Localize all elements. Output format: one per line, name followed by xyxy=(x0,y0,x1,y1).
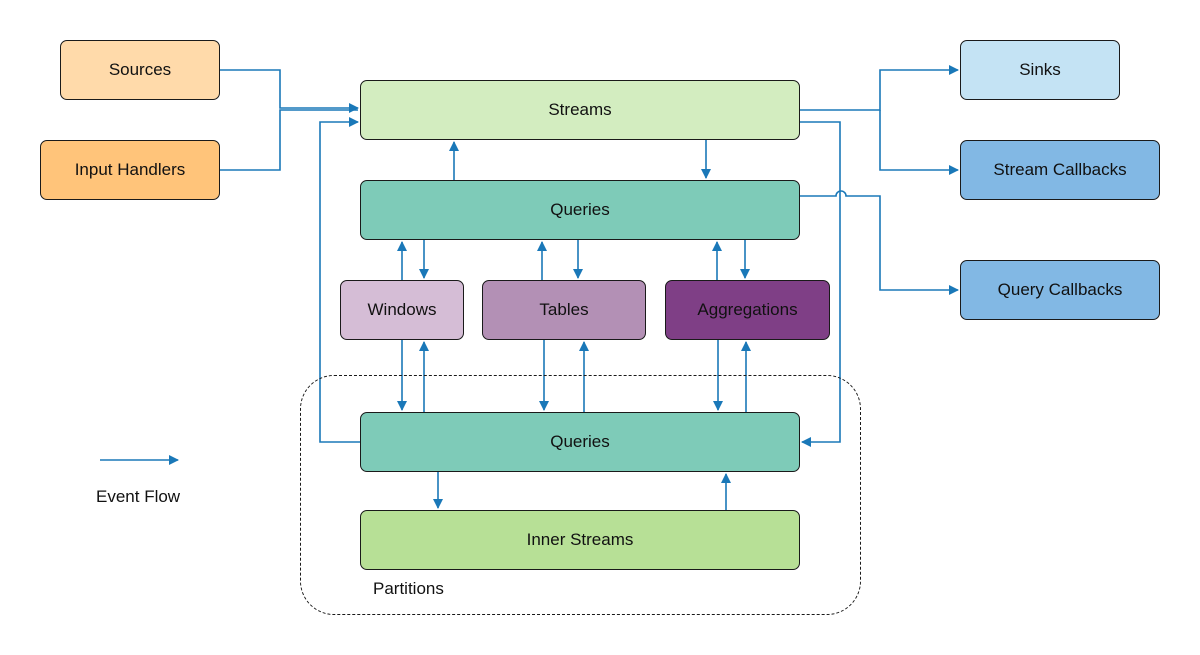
edge-streams-to-partition-queries xyxy=(800,121,841,447)
node-sources[interactable]: Sources xyxy=(60,40,220,100)
node-aggregations[interactable]: Aggregations xyxy=(665,280,830,340)
node-queries-top[interactable]: Queries xyxy=(360,180,800,240)
node-input-handlers[interactable]: Input Handlers xyxy=(40,140,220,200)
node-stream-callbacks[interactable]: Stream Callbacks xyxy=(960,140,1160,200)
partitions-label: Partitions xyxy=(373,579,444,598)
node-windows[interactable]: Windows xyxy=(340,280,464,340)
legend-label: Event Flow xyxy=(96,487,181,506)
edge-streams-to-stream-callbacks xyxy=(879,110,959,175)
node-stream-callbacks-label: Stream Callbacks xyxy=(993,160,1127,179)
node-input-handlers-label: Input Handlers xyxy=(74,160,186,179)
partitions-boundary xyxy=(300,375,861,615)
node-sources-label: Sources xyxy=(108,60,172,79)
node-query-callbacks-label: Query Callbacks xyxy=(997,280,1123,299)
node-inner-streams[interactable]: Inner Streams xyxy=(360,510,800,570)
node-sinks[interactable]: Sinks xyxy=(960,40,1120,100)
node-streams-label: Streams xyxy=(548,100,612,119)
edge-sources-to-streams xyxy=(220,69,359,113)
node-windows-label: Windows xyxy=(367,300,437,319)
node-aggregations-label: Aggregations xyxy=(697,300,798,319)
edge-queries-to-query-callbacks xyxy=(800,190,959,295)
edge-input-handlers-to-streams xyxy=(220,109,358,171)
node-queries-partition[interactable]: Queries xyxy=(360,412,800,472)
node-queries-partition-label: Queries xyxy=(550,432,610,451)
node-query-callbacks[interactable]: Query Callbacks xyxy=(960,260,1160,320)
node-queries-top-label: Queries xyxy=(550,200,610,219)
node-streams[interactable]: Streams xyxy=(360,80,800,140)
edge-streams-to-sinks xyxy=(800,65,959,111)
node-inner-streams-label: Inner Streams xyxy=(526,530,634,549)
node-tables-label: Tables xyxy=(539,300,589,319)
edge-partition-queries-to-streams xyxy=(319,117,360,443)
node-tables[interactable]: Tables xyxy=(482,280,646,340)
node-sinks-label: Sinks xyxy=(1019,60,1061,79)
